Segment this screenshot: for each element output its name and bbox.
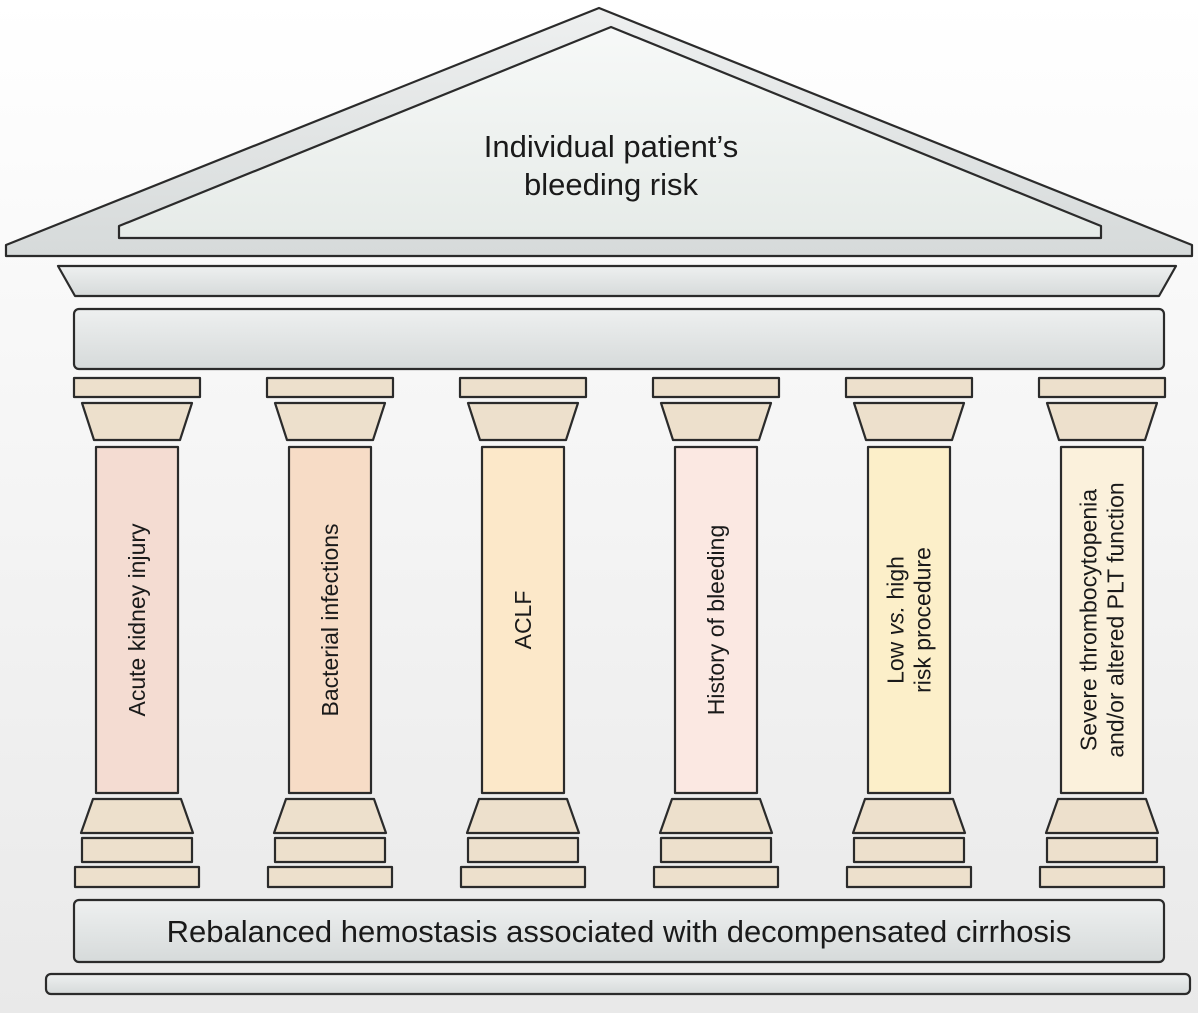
pillar-label-line: Bacterial infections bbox=[317, 523, 343, 716]
pillar-capital bbox=[273, 401, 387, 442]
roof-inner-panel bbox=[117, 25, 1103, 240]
pillar-shaft bbox=[287, 445, 373, 795]
pillar-plinth-lower bbox=[266, 865, 394, 889]
pillar-5: Low vs. highrisk procedure bbox=[844, 376, 974, 889]
pillar-label-line: and/or altered PLT function bbox=[1103, 482, 1129, 757]
pillar-label: History of bleeding bbox=[703, 525, 729, 716]
pillar-capital-slab bbox=[844, 376, 974, 399]
pillar-capital bbox=[852, 401, 966, 442]
pillar-label-line: risk procedure bbox=[910, 547, 936, 693]
pillar-plinth-upper bbox=[659, 836, 773, 864]
pillar-plinth-upper bbox=[80, 836, 194, 864]
pillar-plinth-lower bbox=[845, 865, 973, 889]
pillar-plinth-lower bbox=[459, 865, 587, 889]
pillar-shaft bbox=[94, 445, 180, 795]
pillar-plinth-lower bbox=[652, 865, 780, 889]
pillar-base bbox=[851, 797, 967, 835]
pillar-capital bbox=[1045, 401, 1159, 442]
pillar-shaft bbox=[480, 445, 566, 795]
pillar-capital-slab bbox=[651, 376, 781, 399]
architrave bbox=[72, 307, 1166, 371]
pillar-3: ACLF bbox=[458, 376, 588, 889]
pillar-label: Severe thrombocytopeniaand/or altered PL… bbox=[1076, 482, 1129, 757]
pillar-1: Acute kidney injury bbox=[72, 376, 202, 889]
pillars: Acute kidney injury Bacterial infections A… bbox=[72, 376, 1167, 889]
pillar-2: Bacterial infections bbox=[265, 376, 395, 889]
bottom-step bbox=[44, 972, 1192, 996]
pillar-plinth-lower bbox=[73, 865, 201, 889]
pillar-label-line: ACLF bbox=[510, 591, 536, 650]
pillar-4: History of bleeding bbox=[651, 376, 781, 889]
pillar-capital-slab bbox=[1037, 376, 1167, 399]
cornice bbox=[56, 264, 1178, 298]
roof-title-line2: bleeding risk bbox=[524, 167, 699, 202]
pillar-base bbox=[658, 797, 774, 835]
pillar-base bbox=[465, 797, 581, 835]
pillar-label: Acute kidney injury bbox=[124, 523, 150, 717]
pillar-6: Severe thrombocytopeniaand/or altered PL… bbox=[1037, 376, 1167, 889]
foundation-slab bbox=[72, 898, 1166, 964]
pillar-plinth-upper bbox=[852, 836, 966, 864]
pillar-label-line: Acute kidney injury bbox=[124, 523, 150, 717]
foundation-label: Rebalanced hemostasis associated with de… bbox=[167, 914, 1072, 949]
pillar-capital-slab bbox=[72, 376, 202, 399]
pillar-plinth-upper bbox=[273, 836, 387, 864]
pillar-shaft bbox=[673, 445, 759, 795]
pillar-base bbox=[272, 797, 388, 835]
pillar-plinth-lower bbox=[1038, 865, 1166, 889]
pillar-label: ACLF bbox=[510, 591, 536, 650]
pillar-label-line: Severe thrombocytopenia bbox=[1076, 489, 1102, 751]
pillar-label: Bacterial infections bbox=[317, 523, 343, 716]
pillar-shaft bbox=[1059, 445, 1145, 795]
pillar-capital-slab bbox=[458, 376, 588, 399]
pillar-label-line: History of bleeding bbox=[703, 525, 729, 716]
pillar-capital bbox=[80, 401, 194, 442]
pillar-label: Low vs. highrisk procedure bbox=[883, 547, 936, 693]
roof-title-line1: Individual patient’s bbox=[484, 129, 739, 164]
pillar-plinth-upper bbox=[1045, 836, 1159, 864]
pillar-capital bbox=[659, 401, 773, 442]
pillar-base bbox=[1044, 797, 1160, 835]
pillar-label-line: Low vs. high bbox=[883, 556, 909, 684]
pillar-capital bbox=[466, 401, 580, 442]
pillar-capital-slab bbox=[265, 376, 395, 399]
pillar-plinth-upper bbox=[466, 836, 580, 864]
pillar-base bbox=[79, 797, 195, 835]
pillar-shaft bbox=[866, 445, 952, 795]
